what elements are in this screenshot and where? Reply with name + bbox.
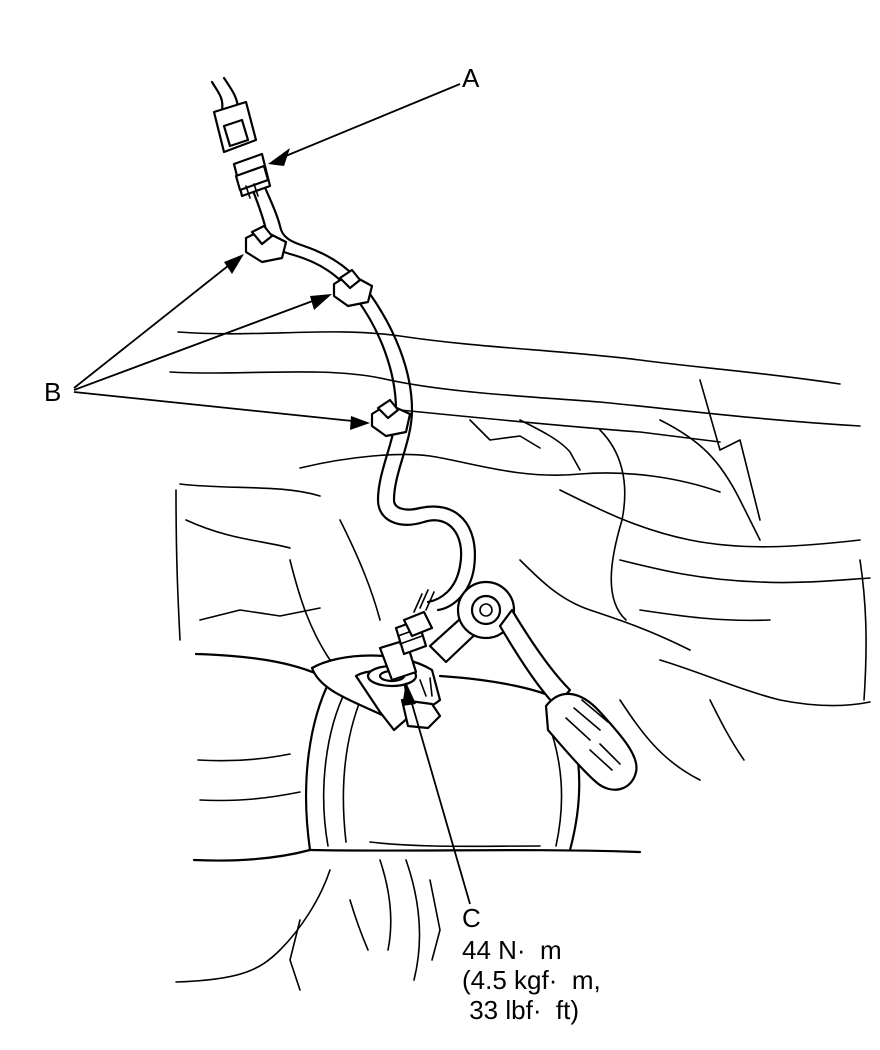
torque-spec-lbf: 33 lbf· ft) — [462, 995, 580, 1025]
leader-arrowhead-b1 — [224, 254, 244, 274]
leader-line-a — [275, 83, 461, 161]
leader-arrowhead-b2 — [310, 294, 332, 310]
callout-label-c: C — [462, 903, 481, 933]
callout-label-a: A — [462, 63, 480, 93]
leader-line-b1 — [73, 257, 239, 389]
callout-label-b: B — [44, 377, 62, 407]
leader-line-b3 — [73, 391, 363, 423]
oxygen-sensor — [378, 589, 435, 682]
leader-arrowhead-a — [268, 148, 290, 166]
harness-connector — [210, 76, 272, 199]
harness-clips — [244, 224, 412, 438]
torque-spec-metric: 44 N· m — [462, 935, 562, 965]
engine-outline — [169, 331, 871, 781]
lower-bracket — [175, 859, 441, 991]
torque-spec-kgf: (4.5 kgf· m, — [462, 965, 601, 995]
exhaust-pipe — [192, 652, 642, 862]
leader-arrowhead-c — [402, 682, 416, 706]
sensor-boss — [310, 654, 442, 732]
leader-line-c — [407, 689, 471, 905]
leader-line-b2 — [73, 295, 327, 391]
leader-arrowhead-b3 — [350, 416, 370, 430]
callout-leaders — [73, 83, 471, 905]
ratchet-wrench — [428, 580, 638, 791]
